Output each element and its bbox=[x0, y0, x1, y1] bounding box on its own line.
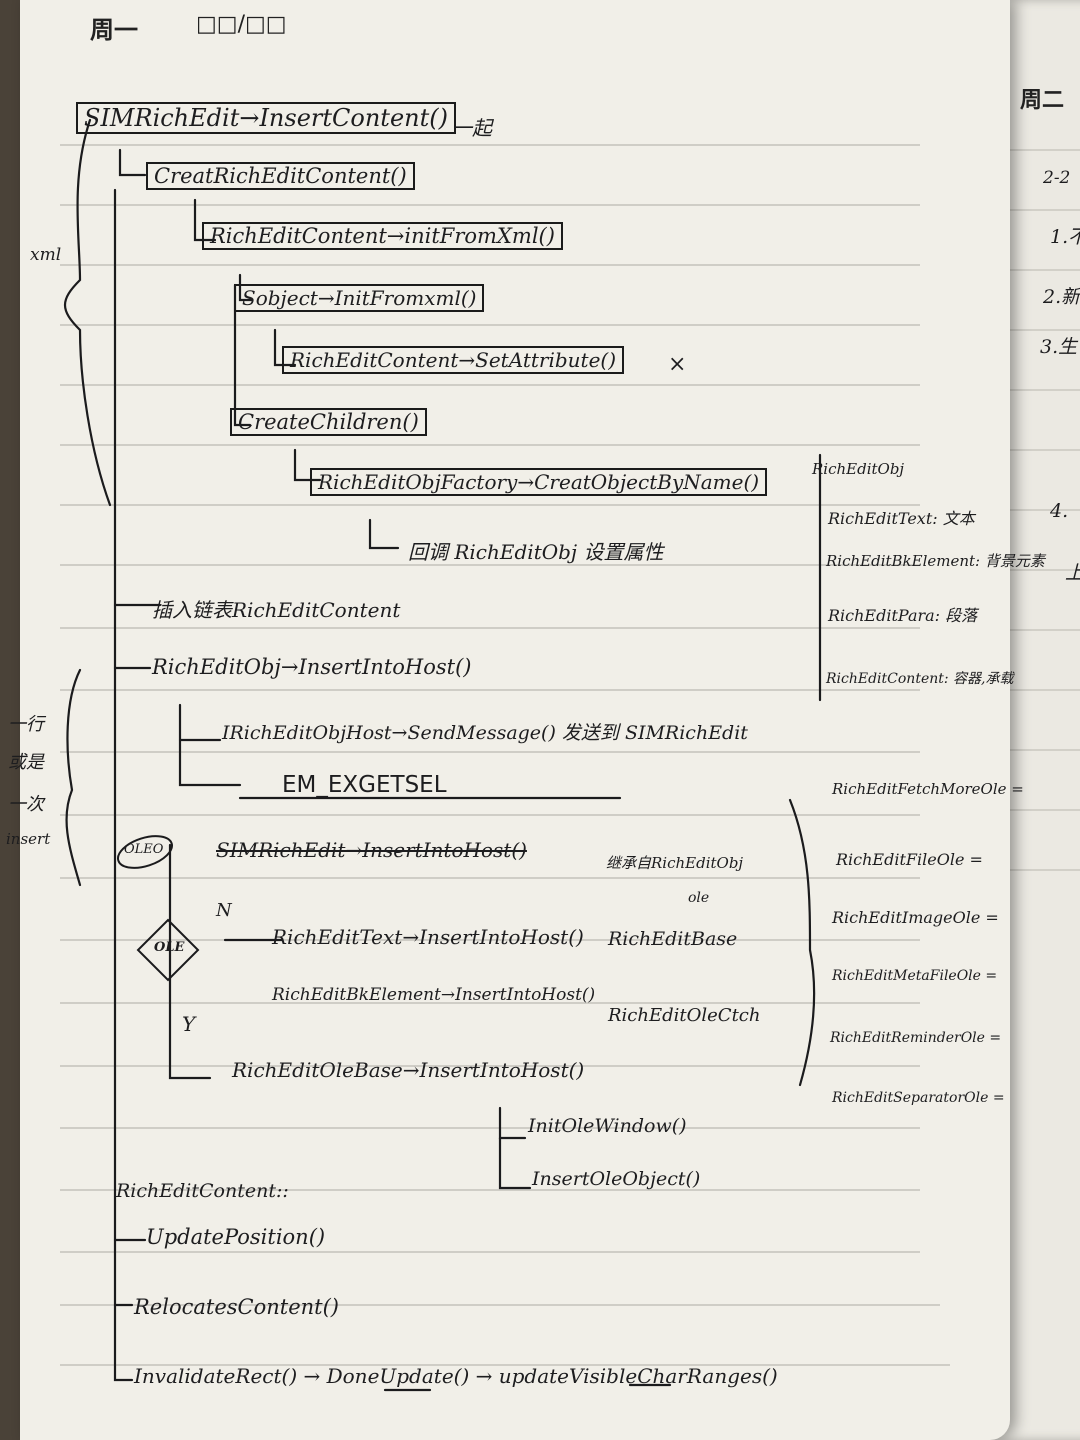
note-oleo: OLEO bbox=[124, 842, 164, 857]
note-no: N bbox=[216, 900, 232, 921]
side-note-4: RichEditPara: 段落 bbox=[828, 606, 978, 625]
side-note-5: RichEditContent: 容器,承载 bbox=[826, 671, 1014, 687]
side-note-1: RichEditObj bbox=[812, 460, 905, 478]
note-updateposition: UpdatePosition() bbox=[146, 1225, 326, 1249]
note-relocatescontent: RelocatesContent() bbox=[134, 1295, 339, 1319]
ole-list-item-6: RichEditSeparatorOle = bbox=[832, 1090, 1005, 1106]
note-inherit: 继承自RichEditObj bbox=[606, 854, 744, 872]
right-note-2: 1.不 bbox=[1050, 226, 1080, 248]
note-ole-small: ole bbox=[688, 890, 710, 906]
note-callback: 回调 RichEditObj 设置属性 bbox=[408, 540, 664, 564]
ole-list-item-3: RichEditImageOle = bbox=[832, 908, 999, 927]
note-olecatch: RichEditOleCtch bbox=[608, 1005, 761, 1026]
page-rules bbox=[60, 118, 950, 1392]
note-margin-1: 一行 bbox=[8, 714, 44, 735]
note-invalidaterect: InvalidateRect() → DoneUpdate() → update… bbox=[134, 1364, 778, 1388]
left-notebook-page: 周一 □□/□□ SIMRichEdit→InsertContent() 一起 … bbox=[6, 0, 1045, 1440]
note-insertcontent-suffix: 一起 bbox=[452, 116, 492, 140]
right-note-1: 2-2 bbox=[1043, 168, 1071, 188]
date-placeholder: □□/□□ bbox=[196, 12, 287, 37]
note-initolewindow: InitOleWindow() bbox=[528, 1115, 687, 1137]
note-x-mark: × bbox=[668, 352, 687, 377]
note-factory: RichEditObjFactory→CreatObjectByName() bbox=[310, 468, 768, 496]
right-note-6: 上 bbox=[1065, 558, 1080, 585]
note-margin-3: 一次 bbox=[8, 794, 44, 815]
right-note-5: 4. bbox=[1050, 500, 1069, 522]
right-day-label: 周二 bbox=[1020, 88, 1065, 113]
ole-list-item-2: RichEditFileOle = bbox=[836, 850, 983, 869]
note-bkelement-insert: RichEditBkElement→InsertIntoHost() bbox=[272, 985, 596, 1005]
note-sendmessage: IRichEditObjHost→SendMessage() 发送到 SIMRi… bbox=[222, 722, 748, 744]
note-initfromxml: RichEditContent→initFromXml() bbox=[202, 222, 563, 250]
note-em-exgetsel: EM_EXGETSEL bbox=[282, 772, 447, 798]
right-note-4: 3.生 bbox=[1040, 336, 1078, 358]
note-simrichedit-insert: SIMRichEdit→InsertIntoHost() bbox=[216, 838, 527, 862]
left-day-label: 周一 bbox=[90, 16, 138, 44]
note-margin-4: insert bbox=[6, 830, 51, 848]
note-createcontent: CreatRichEditContent() bbox=[146, 162, 415, 190]
right-note-3: 2.新 bbox=[1043, 286, 1080, 308]
note-sobject-init: Sobject→InitFromxml() bbox=[234, 284, 485, 312]
note-ole-diamond: OLE bbox=[154, 940, 185, 955]
side-note-2: RichEditText: 文本 bbox=[828, 509, 975, 528]
note-insert-list: 插入链表RichEditContent bbox=[152, 598, 401, 622]
note-olebase-insert: RichEditOleBase→InsertIntoHost() bbox=[232, 1058, 585, 1082]
note-xml-brace: xml bbox=[30, 245, 62, 265]
note-margin-2: 或是 bbox=[8, 752, 44, 773]
ole-list-item-1: RichEditFetchMoreOle = bbox=[832, 780, 1024, 798]
ole-list-item-5: RichEditReminderOle = bbox=[830, 1030, 1002, 1046]
note-yes: Y bbox=[182, 1012, 196, 1036]
side-note-3: RichEditBkElement: 背景元素 bbox=[826, 552, 1045, 570]
note-content-scope: RichEditContent:: bbox=[116, 1180, 289, 1202]
note-createchildren: CreateChildren() bbox=[230, 408, 427, 436]
note-insertcontent: SIMRichEdit→InsertContent() bbox=[76, 102, 456, 134]
note-insertoleobject: InsertOleObject() bbox=[532, 1168, 701, 1190]
note-obj-insertintohost: RichEditObj→InsertIntoHost() bbox=[152, 655, 472, 679]
note-richeditbase: RichEditBase bbox=[608, 928, 738, 950]
note-setattribute: RichEditContent→SetAttribute() bbox=[282, 346, 625, 374]
ole-list-item-4: RichEditMetaFileOle = bbox=[832, 968, 998, 984]
note-text-insert: RichEditText→InsertIntoHost() bbox=[272, 925, 584, 949]
